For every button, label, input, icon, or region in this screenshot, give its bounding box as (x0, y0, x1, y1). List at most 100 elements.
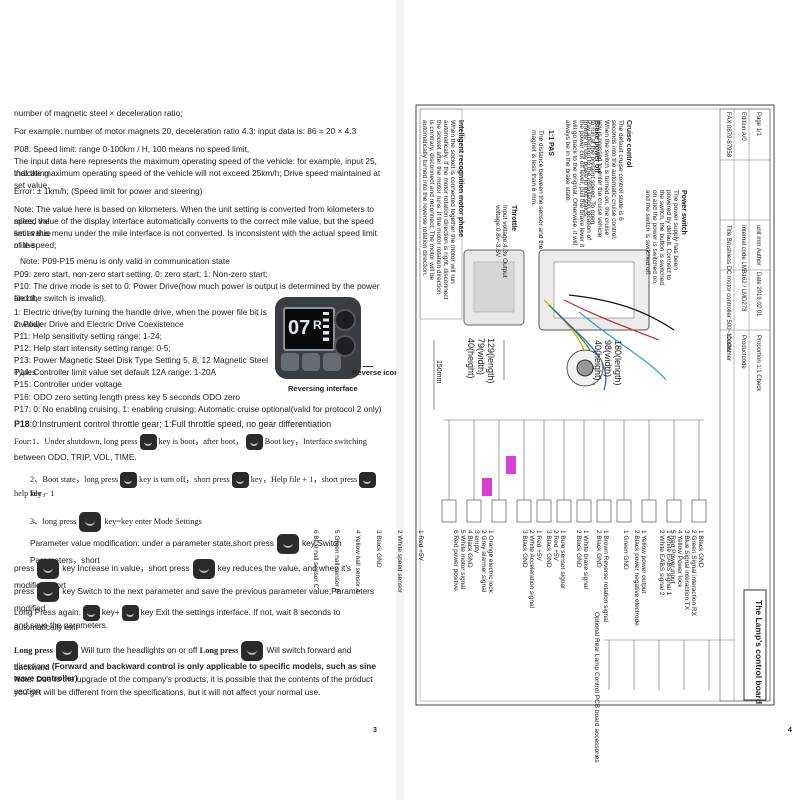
tb-proportion: Proportion 1:1 Check (755, 335, 761, 392)
power-switch-text: The power supply has been powered by def… (644, 190, 679, 286)
text-line: mile speed; (14, 240, 57, 250)
tb-internal: Internal code LMB162 / LMD278 (740, 225, 746, 312)
display-caption: Reversing interface (288, 384, 358, 393)
display-side-knob (334, 335, 356, 357)
dimension: 79(width) (476, 338, 486, 376)
text-line: P13: Power Magnetic Steel Disk Type Sett… (14, 355, 268, 377)
param-text: key Switch to the next parameter and sav… (14, 586, 375, 613)
param-text: key+ (101, 607, 120, 618)
text-line: Error: ± 1km/h; (Speed limit for power a… (14, 186, 203, 196)
text-line: Note: P09-P15 menu is only valid in comm… (20, 256, 230, 266)
long-press-text: directions (14, 661, 50, 671)
wire-item: 1 Yellow power output (640, 530, 647, 594)
wire-item: 1 Orange electric lock (487, 530, 494, 593)
cruise-title: Cruise control (625, 120, 632, 168)
param-text: and save the parameters. (14, 620, 109, 630)
intelligent-text: When the socket is connected together th… (421, 120, 456, 300)
two-text: help file − 1 (14, 489, 55, 498)
mode-key-icon (82, 605, 100, 621)
note-line: you get will be different from the speci… (14, 687, 321, 697)
long-press-note: (Forward and backward control is only ap… (14, 661, 376, 683)
wire-list: 1 Yellow power output 2 Black power nega… (633, 530, 647, 626)
wiring-diagram (415, 104, 775, 706)
wire-item: 2 Green Signal interaction RX (690, 530, 697, 616)
long-press-text: Will switch forward and backward (14, 645, 352, 672)
display-image: 07 R (275, 297, 361, 379)
wire-item: 6 Blue hall sensor C (312, 530, 319, 589)
display-screen: 07 R (283, 307, 335, 351)
power-key-icon (120, 472, 138, 488)
tb-productcode: Productcode (740, 335, 746, 369)
two-text: key is turn off，short press (139, 474, 230, 484)
dimension: 129(length) (486, 338, 496, 384)
battery-bar (323, 312, 329, 344)
dimension: 150mm (435, 360, 442, 384)
dimension: 98(width) (603, 340, 613, 378)
long-press-text: Long press (199, 646, 239, 656)
throttle-title: Throttle (510, 205, 517, 232)
text-line: and the switch is invalid). (14, 293, 107, 303)
wire-item: 2 White EABS signal 2 (658, 530, 665, 596)
wire-item: 2 White Acceleration signal (528, 530, 535, 609)
pas-text: The distance between the sensor and the … (530, 130, 544, 250)
wire-item: 1 Red +5V (417, 530, 424, 561)
four-text: Boot key，Interface switching (264, 436, 367, 446)
wire-list: 1 Green GND (622, 530, 629, 570)
text-line: For example: number of motor magnets 20,… (14, 126, 357, 136)
text-line: 2: Power Drive and Electric Drive Coexis… (14, 319, 184, 329)
text-line: P08: Speed limit: range 0-100km / H, 100… (14, 144, 250, 154)
page-gutter (396, 0, 404, 800)
wire-item: 3 Blue Signal interaction TX (683, 530, 690, 611)
param-text: key Exit the settings interface. If not,… (14, 607, 341, 632)
wire-item: 2 Black GND (575, 530, 582, 568)
wire-item: 1 Black GND (697, 530, 704, 568)
text-line: P17: 0: No enabling cruising, 1: enablin… (14, 404, 382, 414)
three-text: 3、long press (30, 516, 77, 526)
param-text: key Increase in value，short press (62, 563, 190, 574)
wire-item: 5 Red Power input (669, 530, 676, 584)
text-line: Note: The value here is based on kilomet… (14, 204, 375, 226)
screen-letter: R (313, 318, 322, 332)
power-key-icon (245, 434, 263, 450)
wire-item: 3 empty (473, 530, 480, 554)
display-side-knob (334, 309, 356, 331)
down-key-icon (241, 641, 264, 661)
optional-label: Optional Rear Lamp Control PCB board acc… (593, 612, 600, 763)
pas-title: 1:1 PAS (547, 130, 554, 156)
wire-item: 1 Bule sensor signal (559, 530, 566, 589)
down-key-icon (359, 472, 377, 488)
wire-item: 4 Yellow Power lock (676, 530, 683, 588)
long-press-text: Long press (14, 646, 53, 656)
tb-date: Date 2019.02.01 (755, 272, 761, 317)
text-line: P12: Help start intensity setting range:… (14, 343, 171, 353)
mode-key-icon (276, 534, 299, 554)
tb-customer: Customer (725, 335, 731, 362)
up-key-icon (231, 472, 249, 488)
tb-title: Title Brushless DC motor controller 500~… (725, 225, 731, 353)
p18-text: :0:Instrument control throttle gear; 1:F… (29, 419, 332, 429)
reverse-icon-label: Reverse icon (352, 368, 399, 377)
text-line: The input data here represents the maxim… (14, 156, 377, 178)
wire-list: 1 Red +5V 2 White Acceleration signal 3 … (521, 530, 542, 608)
text-line: speed value of the display interface aut… (14, 216, 374, 238)
right-page: Intelligent recognition motor phase When… (312, 0, 800, 800)
wire-item: 2 Black GND (595, 530, 602, 568)
wire-item: 1 Green GND (622, 530, 629, 570)
text-line: P16: ODO zero setting length press key 5… (14, 392, 240, 402)
wire-item: 1 Brown Reverse rotation signal (602, 530, 609, 623)
wire-item: 3 Black GND (375, 530, 382, 568)
three-text: key=key enter Mode Settings (104, 516, 202, 526)
wire-list: 1 Orange electric lock 2 Grey alarmer si… (452, 530, 494, 593)
display-button-down (323, 353, 341, 371)
page-number: 4 (788, 727, 792, 734)
down-key-icon (192, 559, 215, 579)
left-page: number of magnetic steel × deceleration … (0, 0, 399, 800)
wire-list: 1 Red +5V 2 White speed sensor 3 Black G… (298, 530, 438, 593)
param-text: Parameter value modification: under a pa… (30, 538, 274, 549)
param-text: Long Press again. (14, 607, 81, 618)
long-press-text: Will turn the headlights on or off (80, 645, 198, 656)
text-line: P15: Controller under voltage (14, 379, 122, 389)
dimension: 40(height) (593, 340, 603, 381)
wire-item: 2 Black power negative electrode (633, 530, 640, 626)
display-button-up (281, 353, 299, 371)
